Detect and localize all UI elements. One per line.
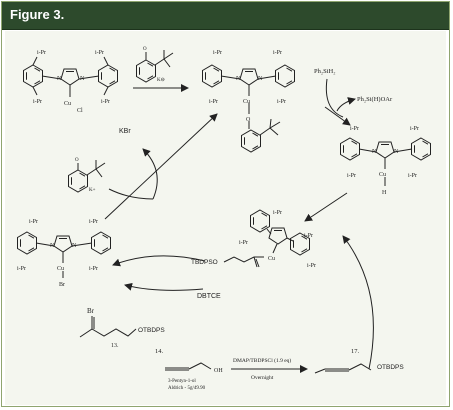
potassium-phenoxide-reagent: O K⊖ [136,47,174,83]
ipr-label: i-Pr [37,50,46,56]
nitrogen-label: N [394,149,399,155]
ipr-cucl-complex: i-Pr i-Pr i-Pr i-Pr N N Cu Cl [23,50,118,114]
ipr-cu-aryloxide-complex: i-Pr i-Pr i-Pr i-Pr N N Cu O [202,50,295,153]
phenoxide-oxygen: O [143,47,147,52]
arrow-alkyne-to-cycle [342,235,374,370]
ipr-label: i-Pr [89,266,98,272]
copper-label: Cu [64,101,71,107]
ipr-label: i-Pr [89,219,98,225]
compound-14-label: 14. [155,348,164,355]
oxygen-label: O [246,117,251,123]
arrow-to-hydride [324,106,351,126]
compound-17-label: 17. [351,348,360,355]
copper-label: Cu [243,99,250,105]
arrow-catalyst-regeneration [104,113,218,220]
ipr-label: i-Pr [239,240,248,246]
ipr-label: i-Pr [307,263,316,269]
phenoxide-oxygen: O [75,158,79,163]
ipr-label: i-Pr [273,210,282,216]
ipr-label: i-Pr [33,99,42,105]
compound-14: 14. OH 3-Pentyn-1-ol Aldrich - 5g/49.90 [155,348,223,391]
copper-label: Cu [268,256,275,262]
arrow-bromination [112,255,206,267]
chloride-label: Cl [77,108,83,114]
ipr-label: i-Pr [17,266,26,272]
hydride-label: H [382,190,387,196]
ipr-label: i-Pr [213,50,222,56]
ipr-label: i-Pr [408,173,417,179]
ipr-label: i-Pr [277,99,286,105]
bromine-label: Br [87,307,95,315]
nitrogen-label: N [50,243,55,249]
compound-13: Br OTBDPS 13. [79,307,165,349]
dbtce-reagent: DBTCE [197,293,221,300]
copper-label: Cu [57,266,64,272]
arrow-vinyl-bromide [124,282,204,291]
silyl-ether-byproduct: Ph₂Si(H)OAr [357,96,393,103]
ipr-label: i-Pr [209,99,218,105]
ipr-cuh-complex: i-Pr i-Pr i-Pr i-Pr N N Cu H [340,126,431,196]
ipr-label: i-Pr [347,173,356,179]
ipr-label: i-Pr [350,126,359,132]
silane-curve [325,78,344,118]
nitrogen-label: N [72,243,77,249]
nitrogen-label: N [57,76,62,82]
ipr-label: i-Pr [101,99,110,105]
starting-material-name: 3-Pentyn-1-ol [168,379,196,384]
potassium-phenoxide-reagent: O K+ [68,158,106,193]
ipr-label: i-Pr [410,126,419,132]
compound-13-label: 13. [111,343,119,349]
silane-release-arrow [336,97,356,112]
bromide-label: Br [59,282,65,288]
figure-header: Figure 3. [2,2,449,30]
kbr-arrow [142,148,158,200]
silylation-time: Overnight [251,375,274,381]
silane-reagent: Ph₂SiH₂ [314,68,336,75]
ipr-label: i-Pr [95,50,104,56]
nitrogen-label: N [236,76,241,82]
tbdpso-label: TBDPSO [191,259,218,266]
ipr-label: i-Pr [273,50,282,56]
reaction-scheme: i-Pr i-Pr i-Pr i-Pr N N Cu Cl O K⊖ [5,31,446,405]
ipr-label: i-Pr [29,219,38,225]
ipr-cubr-complex: i-Pr i-Pr i-Pr i-Pr N N Cu Br [17,219,111,288]
nitrogen-label: N [372,149,377,155]
ipr-label: i-Pr [304,233,313,239]
vinyl-copper-intermediate: i-Pr i-Pr i-Pr i-Pr Cu TBDPSO [191,209,316,269]
otbdps-label: OTBDPS [377,364,404,371]
arrow-to-vinylcopper [304,192,348,222]
kbr-curve [108,188,154,200]
potassium-label: K+ [89,188,96,193]
nitrogen-label: N [80,76,85,82]
starting-material-source: Aldrich - 5g/49.90 [168,386,206,391]
otbdps-label: OTBDPS [138,327,165,334]
kbr-byproduct: KBr [119,128,131,135]
compound-17: OTBDPS [314,363,404,374]
nitrogen-label: N [258,76,263,82]
silylation-conditions: DMAP/TBDPSCl (1.9 eq) [233,357,291,364]
copper-label: Cu [379,172,386,178]
hydroxyl-label: OH [214,368,223,374]
potassium-label: K⊖ [157,77,165,83]
reaction-scheme-svg: i-Pr i-Pr i-Pr i-Pr N N Cu Cl O K⊖ [17,47,431,391]
figure-title: Figure 3. [10,7,65,22]
